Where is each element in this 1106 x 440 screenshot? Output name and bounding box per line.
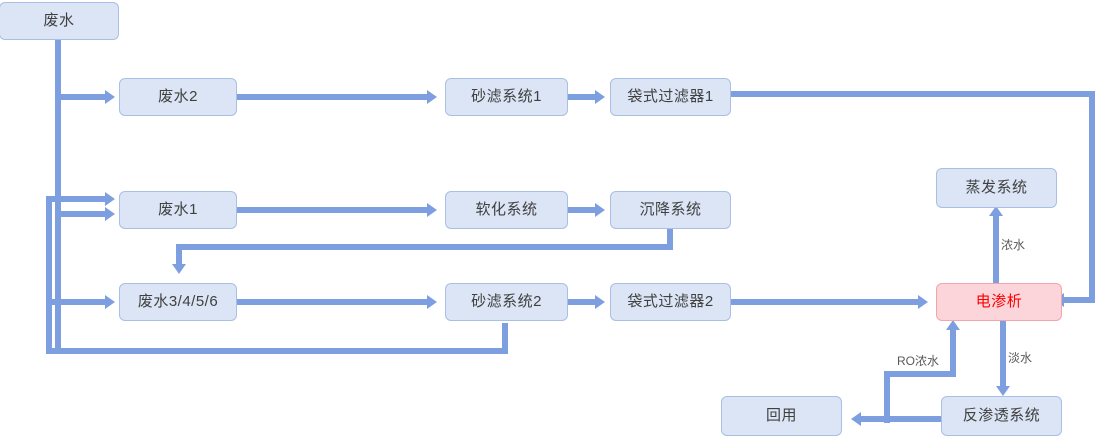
connector-softening-to-settling	[568, 207, 595, 213]
node-wastewater1-label: 废水1	[158, 200, 198, 218]
node-wastewater[interactable]: 废水	[0, 2, 119, 40]
connector-rightbus-to-electrodialysis	[1064, 297, 1095, 303]
node-sand-filter-2-label: 砂滤系统2	[471, 292, 542, 310]
connector-sandfilter2-drop	[502, 323, 508, 351]
node-bag-filter-1-label: 袋式过滤器1	[627, 87, 714, 105]
node-softening[interactable]: 软化系统	[445, 191, 568, 229]
connector-ro-to-reuse	[861, 416, 941, 422]
connector-wastewater1-to-softening	[237, 207, 427, 213]
arrowhead-settling-return	[172, 264, 186, 274]
connector-wastewater3456-to-sandfilter2	[237, 299, 427, 305]
node-sand-filter-1-label: 砂滤系统1	[471, 87, 542, 105]
node-sand-filter-1[interactable]: 砂滤系统1	[445, 78, 568, 116]
node-wastewater2[interactable]: 废水2	[119, 78, 237, 116]
arrowhead-evaporation	[989, 206, 1003, 216]
edge-label-fresh-water: 淡水	[1008, 351, 1033, 365]
node-wastewater1[interactable]: 废水1	[119, 191, 237, 229]
node-sand-filter-2[interactable]: 砂滤系统2	[445, 283, 568, 321]
node-reverse-osmosis-label: 反渗透系统	[962, 406, 1041, 424]
arrowhead-to-wastewater2	[105, 90, 115, 104]
connector-riser-to-wastewater1-upper	[46, 196, 105, 202]
connector-trunk-to-wastewater1	[55, 211, 105, 217]
connector-sandfilter2-to-bagfilter2	[568, 299, 595, 305]
connector-trunk-to-wastewater2	[55, 94, 105, 100]
node-reverse-osmosis[interactable]: 反渗透系统	[941, 396, 1062, 436]
node-wastewater3456[interactable]: 废水3/4/5/6	[119, 283, 237, 321]
arrowhead-reverse-osmosis	[996, 386, 1010, 396]
node-evaporation[interactable]: 蒸发系统	[936, 168, 1057, 208]
arrowhead-to-wastewater3456	[105, 295, 115, 309]
arrowhead-bagfilter2	[595, 295, 605, 309]
node-wastewater3456-label: 废水3/4/5/6	[137, 292, 219, 310]
node-settling[interactable]: 沉降系统	[610, 191, 731, 229]
arrowhead-bagfilter1	[595, 90, 605, 104]
connector-sandfilter1-to-bagfilter1	[568, 94, 595, 100]
connector-electrodialysis-to-ro	[1000, 318, 1006, 386]
connector-wastewater2-to-sandfilter1	[237, 94, 427, 100]
arrowhead-softening	[427, 203, 437, 217]
connector-settling-return-bus	[176, 244, 673, 250]
edge-label-ro-concentrate: RO浓水	[897, 354, 940, 368]
connector-settling-return-drop	[176, 244, 182, 264]
node-bag-filter-2-label: 袋式过滤器2	[627, 292, 714, 310]
arrowhead-sandfilter2	[427, 295, 437, 309]
node-reuse[interactable]: 回用	[721, 396, 842, 436]
arrowhead-sandfilter1	[427, 90, 437, 104]
connector-bagfilter2-to-electrodialysis	[731, 299, 918, 305]
node-settling-label: 沉降系统	[639, 200, 702, 218]
arrowhead-settling	[595, 203, 605, 217]
arrowhead-to-wastewater1	[105, 207, 115, 221]
node-wastewater-label: 废水	[43, 11, 75, 29]
connector-rightbus-down	[1089, 91, 1095, 300]
node-evaporation-label: 蒸发系统	[965, 178, 1028, 196]
arrowhead-electrodialysis-bottom	[946, 320, 960, 330]
edge-label-concentrate: 浓水	[1001, 238, 1026, 252]
node-reuse-label: 回用	[765, 406, 797, 424]
node-electrodialysis[interactable]: 电渗析	[936, 283, 1062, 321]
node-electrodialysis-label: 电渗析	[975, 292, 1023, 310]
connector-left-return-riser	[46, 196, 52, 354]
arrowhead-to-wastewater1-upper	[105, 192, 115, 206]
connector-bottom-return-bus	[46, 348, 508, 354]
connector-trunk-to-wastewater3456	[46, 299, 105, 305]
connector-electrodialysis-to-evaporation	[993, 216, 999, 284]
arrowhead-electrodialysis-left	[918, 295, 928, 309]
node-wastewater2-label: 废水2	[158, 87, 198, 105]
connector-bagfilter1-to-rightbus	[731, 91, 1095, 97]
arrowhead-reuse	[851, 412, 861, 426]
connector-ro-concentrate-riser	[884, 371, 890, 423]
connector-ro-concentrate-bus	[884, 371, 956, 377]
connector-ro-concentrate-up	[950, 330, 956, 374]
node-bag-filter-2[interactable]: 袋式过滤器2	[610, 283, 731, 321]
node-softening-label: 软化系统	[475, 200, 538, 218]
node-bag-filter-1[interactable]: 袋式过滤器1	[610, 78, 731, 116]
connector-settling-drop	[667, 228, 673, 247]
